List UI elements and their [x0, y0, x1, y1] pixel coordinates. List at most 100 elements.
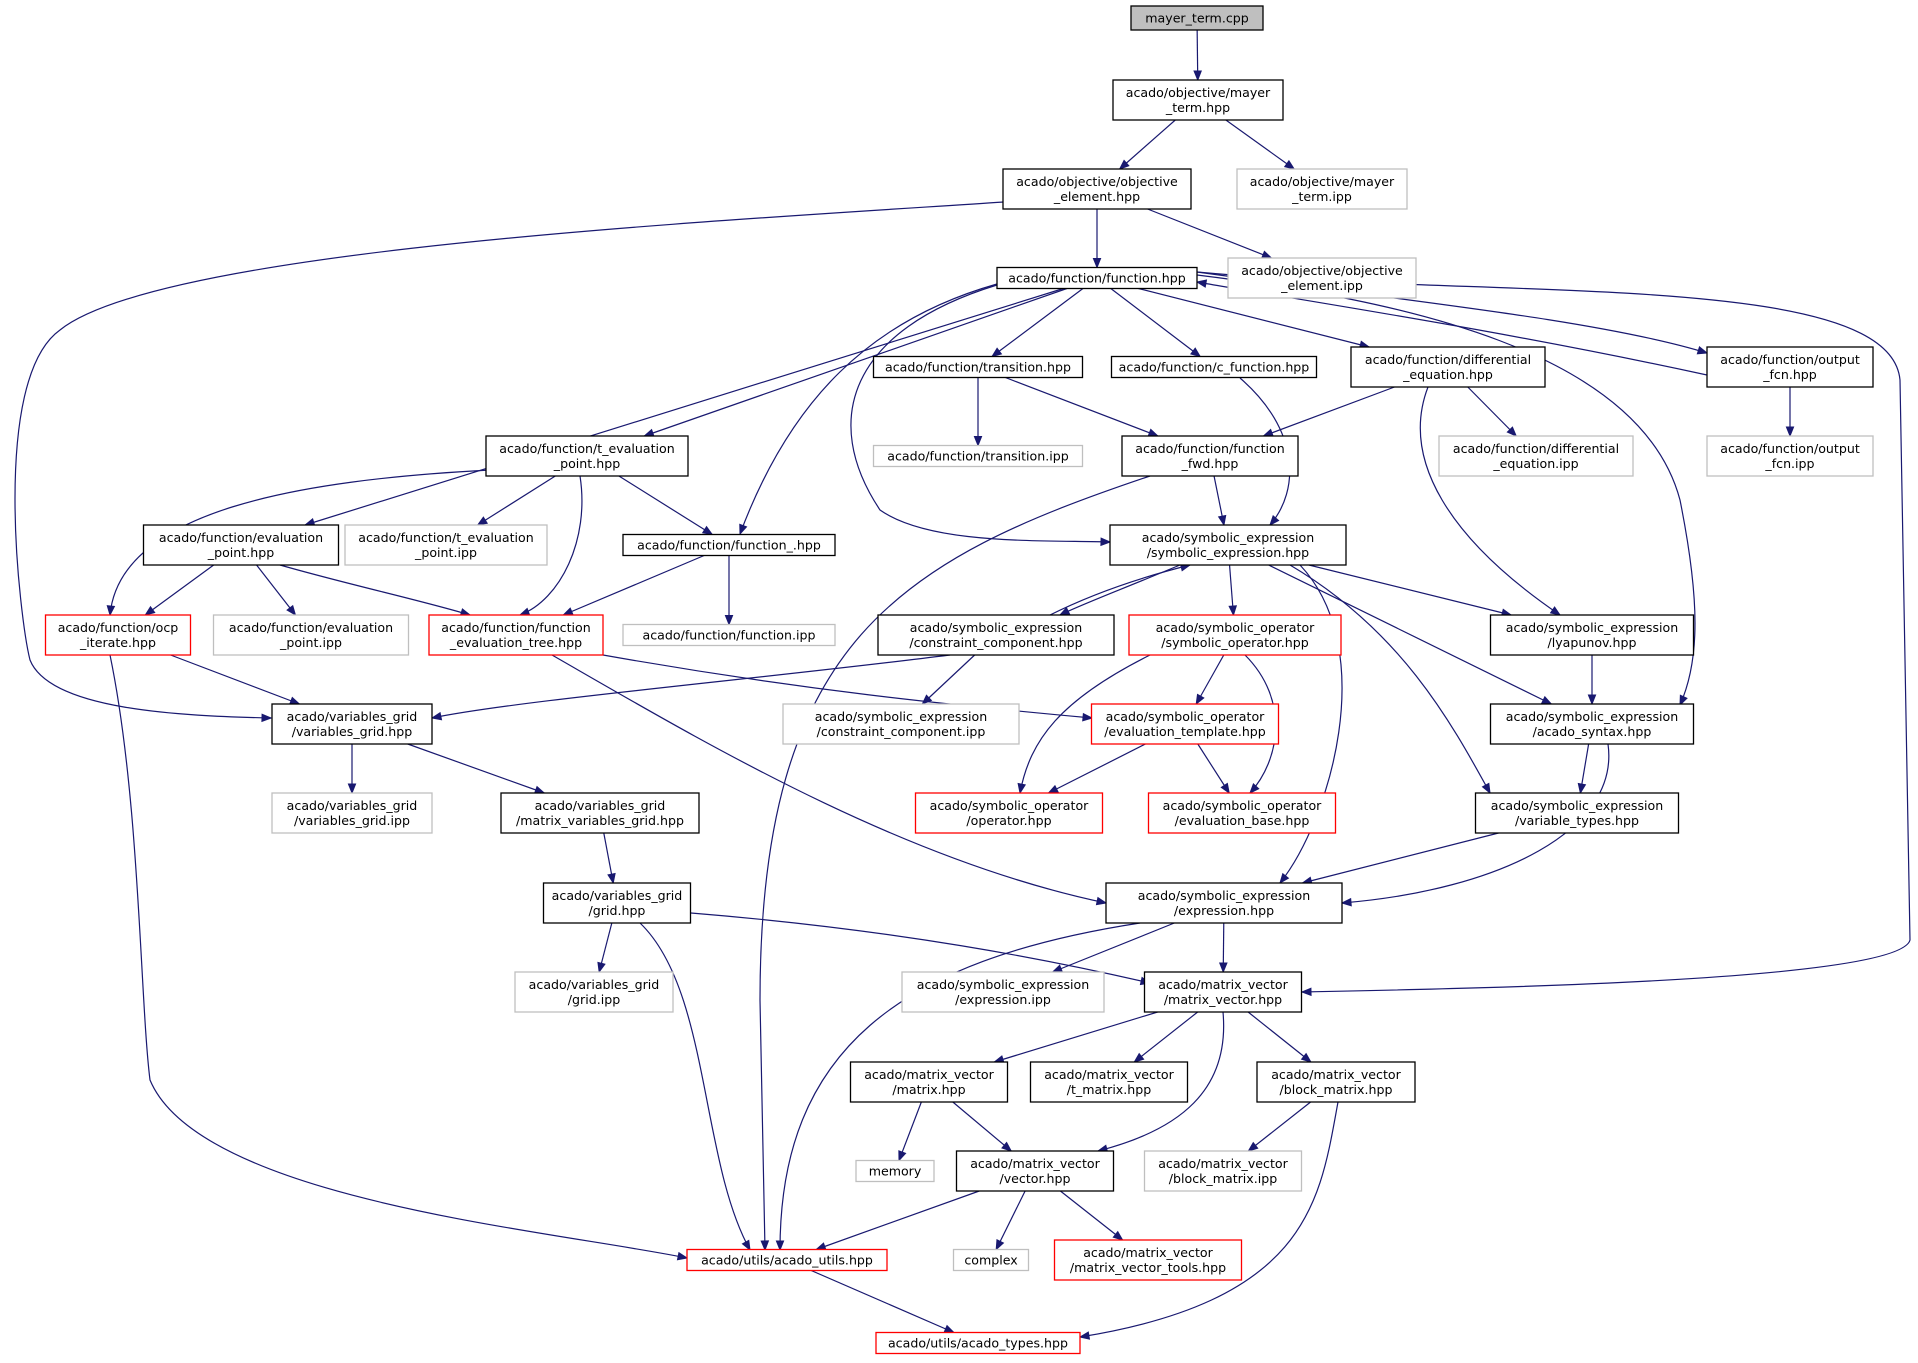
edge-vector_hpp-to-complex [995, 1190, 1026, 1251]
node-box [622, 533, 836, 557]
edge-constraint_comp_hpp-to-variables_grid_hpp [430, 654, 951, 721]
node-transition-hpp[interactable]: acado/function/transition.hpp [872, 355, 1084, 379]
node-box [1090, 703, 1280, 745]
edge-eval_point_hpp-to-eval_point_ipp [256, 564, 297, 617]
node-label-line: acado/objective/objective [1241, 263, 1403, 278]
node-sym-expr-hpp[interactable]: acado/symbolic_expression/symbolic_expre… [1109, 524, 1347, 566]
edge-func_eval_tree_hpp-to-expression_hpp [551, 654, 1108, 906]
edge-func_fwd_hpp-to-sym_expr_hpp [1213, 475, 1227, 527]
edge-eval_point_hpp-to-ocp_iterate_hpp [144, 564, 215, 616]
node-eval-template-hpp[interactable]: acado/symbolic_operator/evaluation_templ… [1090, 703, 1280, 745]
node-label-line: acado/function/differential [1453, 441, 1619, 456]
node-variables-grid-hpp[interactable]: acado/variables_grid/variables_grid.hpp [271, 703, 433, 745]
node-grid-hpp[interactable]: acado/variables_grid/grid.hpp [542, 882, 692, 924]
node-label-line: /t_matrix.hpp [1067, 1082, 1152, 1097]
node-function--hpp[interactable]: acado/function/function_.hpp [622, 533, 836, 557]
node-lyapunov-hpp[interactable]: acado/symbolic_expression/lyapunov.hpp [1489, 614, 1695, 656]
node-block-matrix-hpp[interactable]: acado/matrix_vector/block_matrix.hpp [1256, 1061, 1416, 1103]
edge-sym_expr_hpp-to-expression_hpp [1279, 564, 1343, 885]
node-t-matrix-hpp[interactable]: acado/matrix_vector/t_matrix.hpp [1029, 1061, 1189, 1103]
node-box [877, 614, 1115, 656]
edge-mayer_hpp-to-obj_elem_hpp [1118, 119, 1176, 170]
node-box [1489, 703, 1695, 745]
edge-block_matrix_hpp-to-acado_types_hpp [1078, 1101, 1339, 1340]
node-box [955, 1150, 1115, 1192]
node-label-line: acado/variables_grid [529, 977, 660, 992]
node-eval-base-hpp[interactable]: acado/symbolic_operator/evaluation_base.… [1147, 792, 1337, 834]
node-t-eval-ipp: acado/function/t_evaluation_point.ipp [344, 524, 548, 566]
node-box [1706, 346, 1874, 388]
node-label-line: /matrix_vector.hpp [1164, 992, 1282, 1007]
node-label-line: _fcn.hpp [1762, 367, 1817, 382]
edge-grid_hpp-to-grid_ipp [597, 922, 613, 974]
edge-matrix_vector_hpp-to-t_matrix_hpp [1133, 1011, 1199, 1063]
node-c-function-hpp[interactable]: acado/function/c_function.hpp [1110, 355, 1318, 379]
node-box [855, 1159, 935, 1183]
node-function-hpp[interactable]: acado/function/function.hpp [996, 266, 1198, 290]
node-transition-ipp: acado/function/transition.ipp [872, 444, 1084, 468]
node-box [914, 792, 1104, 834]
node-box [1438, 435, 1634, 477]
node-acado-syntax-hpp[interactable]: acado/symbolic_expression/acado_syntax.h… [1489, 703, 1695, 745]
node-label-line: acado/function/t_evaluation [499, 441, 674, 456]
node-constraint-comp-hpp[interactable]: acado/symbolic_expression/constraint_com… [877, 614, 1115, 656]
node-label-line: _equation.hpp [1402, 367, 1493, 382]
node-block-matrix-ipp: acado/matrix_vector/block_matrix.ipp [1143, 1150, 1303, 1192]
node-label-line: /evaluation_template.hpp [1104, 724, 1266, 739]
node-func-fwd-hpp[interactable]: acado/function/function_fwd.hpp [1121, 435, 1299, 477]
node-eval-point-hpp[interactable]: acado/function/evaluation_point.hpp [142, 524, 340, 566]
node-root[interactable]: mayer_term.cpp [1130, 5, 1264, 31]
node-box [1236, 168, 1408, 210]
node-sym-operator-hpp[interactable]: acado/symbolic_operator/symbolic_operato… [1128, 614, 1342, 656]
edge-constraint_comp_hpp-to-constraint_comp_ipp [921, 654, 976, 705]
node-matrix-vector-hpp[interactable]: acado/matrix_vector/matrix_vector.hpp [1143, 971, 1303, 1013]
node-mayer-hpp[interactable]: acado/objective/mayer_term.hpp [1112, 79, 1284, 121]
node-label-line: /variables_grid.hpp [292, 724, 413, 739]
node-label-line: /expression.ipp [955, 992, 1051, 1007]
node-box [1350, 346, 1546, 388]
node-box [44, 614, 192, 656]
node-label-line: acado/function/transition.ipp [887, 449, 1068, 464]
node-acado-types-hpp[interactable]: acado/utils/acado_types.hpp [875, 1331, 1081, 1355]
node-label-line: _point.hpp [207, 545, 274, 560]
node-t-eval-hpp[interactable]: acado/function/t_evaluation_point.hpp [485, 435, 689, 477]
node-ocp-iterate-hpp[interactable]: acado/function/ocp_iterate.hpp [44, 614, 192, 656]
node-func-eval-tree-hpp[interactable]: acado/function/function_evaluation_tree.… [428, 614, 604, 656]
node-output-fcn-hpp[interactable]: acado/function/output_fcn.hpp [1706, 346, 1874, 388]
node-label-line: acado/symbolic_operator [930, 798, 1089, 813]
edge-expression_hpp-to-expression_ipp [1051, 922, 1175, 973]
node-box [1147, 792, 1337, 834]
node-variables-grid-ipp: acado/variables_grid/variables_grid.ipp [271, 792, 433, 834]
node-box [1112, 79, 1284, 121]
node-label-line: acado/symbolic_expression [1142, 530, 1314, 545]
edge-transition_hpp-to-transition_ipp [973, 377, 983, 447]
node-label-line: acado/matrix_vector [970, 1156, 1100, 1171]
node-acado-utils-hpp[interactable]: acado/utils/acado_utils.hpp [686, 1248, 888, 1272]
node-label-line: /matrix.hpp [892, 1082, 965, 1097]
node-label-line: acado/function/output [1720, 352, 1860, 367]
edge-t_eval_hpp-to-ocp_iterate_hpp [106, 469, 491, 617]
node-matrix-hpp[interactable]: acado/matrix_vector/matrix.hpp [849, 1061, 1009, 1103]
node-label-line: acado/function/evaluation [229, 620, 393, 635]
edge-transition_hpp-to-func_fwd_hpp [1005, 376, 1160, 437]
node-label-line: acado/utils/acado_types.hpp [888, 1336, 1068, 1351]
node-mv-tools-hpp[interactable]: acado/matrix_vector/matrix_vector_tools.… [1053, 1239, 1243, 1281]
node-box [1256, 1061, 1416, 1103]
node-label-line: /operator.hpp [966, 813, 1051, 828]
node-obj-elem-hpp[interactable]: acado/objective/objective_element.hpp [1002, 168, 1192, 210]
edge-obj_elem_hpp-to-obj_elem_ipp [1147, 208, 1273, 259]
node-label-line: /acado_syntax.hpp [1533, 724, 1652, 739]
node-label-line: acado/variables_grid [552, 888, 683, 903]
node-expression-hpp[interactable]: acado/symbolic_expression/expression.hpp [1105, 882, 1343, 924]
node-diff-eq-hpp[interactable]: acado/function/differential_equation.hpp [1350, 346, 1546, 388]
node-variable-types-hpp[interactable]: acado/symbolic_expression/variable_types… [1474, 792, 1680, 834]
node-vector-hpp[interactable]: acado/matrix_vector/vector.hpp [955, 1150, 1115, 1192]
node-box [1128, 614, 1342, 656]
node-matrix-vg-hpp[interactable]: acado/variables_grid/matrix_variables_gr… [500, 792, 700, 834]
node-label-line: _fcn.ipp [1764, 456, 1814, 471]
node-operator-hpp[interactable]: acado/symbolic_operator/operator.hpp [914, 792, 1104, 834]
node-box [485, 435, 689, 477]
node-label-line: acado/symbolic_operator [1163, 798, 1322, 813]
node-label-line: /block_matrix.hpp [1280, 1082, 1393, 1097]
